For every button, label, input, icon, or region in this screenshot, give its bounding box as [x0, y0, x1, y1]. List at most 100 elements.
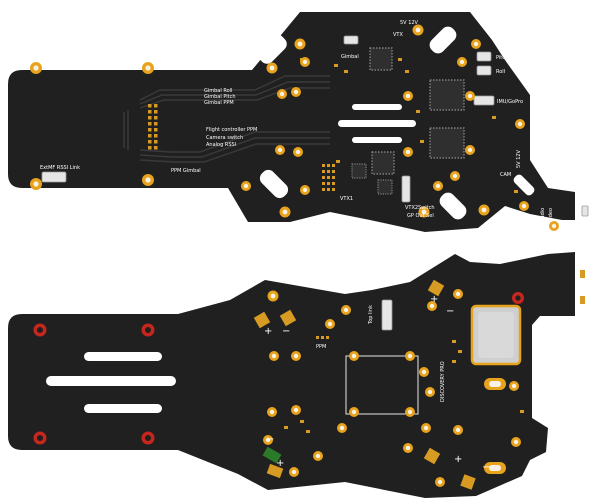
pad [418, 206, 430, 218]
pad [465, 145, 475, 155]
bottom-slots [46, 352, 176, 413]
pad [471, 39, 481, 49]
label-switch: Switch [418, 205, 435, 211]
connector-roll [476, 65, 492, 76]
power-pad-top-left [253, 311, 271, 329]
connector-pitch [476, 51, 492, 62]
label-gimbal-ppm: Gimbal PPM [204, 100, 234, 106]
pad [515, 119, 525, 129]
pad [511, 437, 521, 447]
pad [419, 367, 429, 377]
pad [403, 147, 413, 157]
pad [549, 221, 559, 231]
screw-hole [512, 292, 524, 304]
label-gimbal-pitch: Gimbal Pitch [204, 94, 236, 100]
pad [349, 351, 359, 361]
slot [84, 352, 162, 361]
connector-imu-gopro [473, 95, 495, 106]
pad [30, 178, 42, 190]
pad [289, 467, 299, 477]
video-chip [371, 151, 395, 175]
top-chips [351, 47, 465, 195]
label-audio: Audio [540, 208, 546, 222]
label-roll: Roll [496, 69, 505, 75]
pad [294, 38, 306, 50]
pad [267, 407, 277, 417]
slot [84, 404, 162, 413]
label-vtx2: VTX2 [405, 205, 418, 211]
pad [465, 91, 475, 101]
label-video: Video [548, 208, 554, 222]
pad [337, 423, 347, 433]
top-cutouts [257, 26, 535, 220]
pad [349, 407, 359, 417]
label-plus-bottom-left: + [276, 458, 284, 469]
pad [275, 145, 285, 155]
bottom-smd-parts [284, 270, 585, 433]
top-pin-header [148, 104, 158, 150]
imu-chip [429, 79, 465, 111]
connector-top-usb [343, 35, 359, 45]
label-minus-top-right: − [446, 306, 454, 317]
label-cam-voltage: 5V 12V [516, 149, 522, 168]
pad [405, 351, 415, 361]
label-vtx: VTX [393, 32, 403, 38]
pad [277, 89, 287, 99]
label-top-link: Top link [368, 305, 374, 325]
label-pitch: Pitch [496, 55, 508, 61]
component-outline [345, 355, 419, 415]
label-cam: CAM [500, 172, 511, 178]
pad [453, 425, 463, 435]
pad [325, 319, 335, 329]
label-minus-top-left: − [282, 326, 290, 337]
ppm-header [316, 336, 329, 339]
label-plus-top-right: + [430, 294, 438, 305]
gyro-chip [429, 127, 465, 159]
label-board-name: DISCOVERY PRO [440, 361, 446, 402]
slot [338, 120, 416, 127]
bottom-pads [263, 289, 521, 487]
power-pad-bottom-left-2 [266, 463, 284, 479]
top-connectors [41, 35, 589, 217]
small-chip [351, 163, 367, 179]
top-pin-header-2 [322, 164, 335, 191]
top-board-outline [8, 12, 575, 232]
screw-hole [33, 323, 47, 337]
mcu-chip [369, 47, 393, 71]
label-ext-rssi: ExtMF RSSI Link [40, 165, 80, 171]
screw-hole [141, 323, 155, 337]
slot [46, 376, 176, 386]
power-pad-top-left-2 [279, 309, 297, 327]
pad [30, 62, 42, 74]
label-plus-top-left: + [264, 326, 272, 337]
pad [266, 62, 278, 74]
pad [291, 405, 301, 415]
pad [403, 443, 413, 453]
pad [267, 290, 279, 302]
label-camera-switch: Camera switch [206, 135, 243, 141]
pad [519, 201, 529, 211]
pad [435, 477, 445, 487]
pad [142, 174, 154, 186]
pad [313, 451, 323, 461]
pad [269, 351, 279, 361]
pad [427, 301, 437, 311]
label-minus-bottom-left: − [266, 434, 274, 445]
pad [291, 87, 301, 97]
pad [412, 24, 424, 36]
power-pad-bottom-right-2 [460, 474, 476, 490]
screw-hole [33, 431, 47, 445]
label-gp-out-sel: GP Out Sel [407, 213, 434, 219]
pad [405, 407, 415, 417]
label-fc-ppm: Flight controller PPM [206, 127, 257, 133]
bottom-board: Top link PPM DISCOVERY PRO + − + − + − +… [8, 252, 585, 498]
label-imu-gopro: IMU/GoPro [497, 99, 523, 105]
pad [241, 181, 251, 191]
pad [421, 423, 431, 433]
label-ppm: PPM [316, 344, 326, 350]
pad [142, 62, 154, 74]
label-ppm-gimbal: PPM Gimbal [171, 168, 201, 174]
pad [425, 387, 435, 397]
label-vtx1: VTX1 [340, 196, 353, 202]
